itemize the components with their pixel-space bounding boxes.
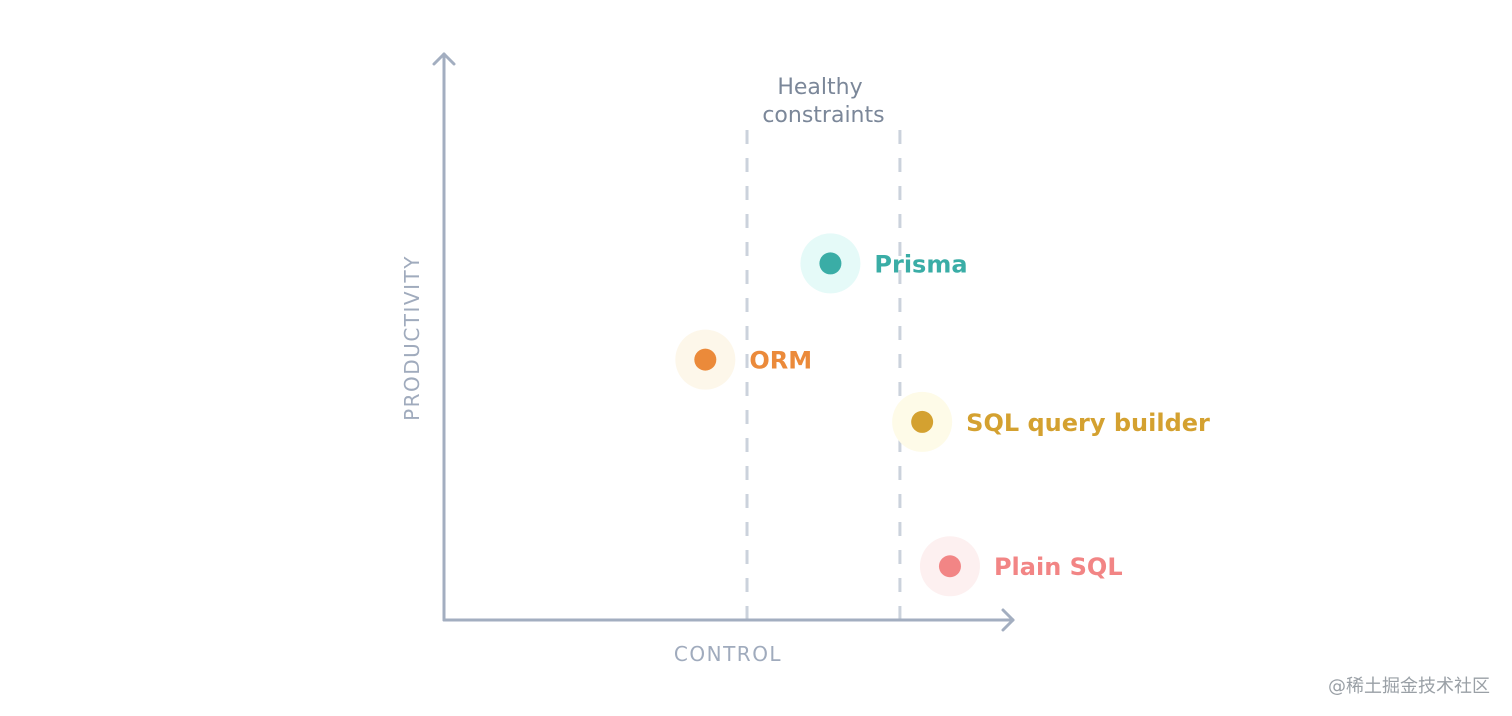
axes	[432, 52, 1015, 632]
zone-label-line-2: constraints	[762, 103, 884, 128]
point-label-orm: ORM	[749, 347, 812, 375]
point-label-plain-sql: Plain SQL	[994, 553, 1123, 581]
point-marker-plain-sql	[938, 555, 961, 578]
point-marker-sql-query-builder	[911, 410, 934, 433]
healthy-constraints-guides	[745, 130, 902, 620]
watermark: @稀土掘金技术社区	[1328, 676, 1490, 697]
point-marker-prisma	[819, 252, 842, 275]
point-label-sql-query-builder: SQL query builder	[966, 409, 1210, 437]
x-axis-arrow	[1001, 608, 1015, 632]
y-axis-label: PRODUCTIVITY	[400, 255, 424, 421]
point-marker-orm	[694, 348, 717, 371]
point-label-prisma: Prisma	[874, 250, 967, 278]
zone-label-line-1: Healthy	[777, 75, 862, 100]
x-axis-label: CONTROL	[674, 642, 782, 666]
healthy-constraints-label: Healthy constraints	[762, 75, 884, 128]
